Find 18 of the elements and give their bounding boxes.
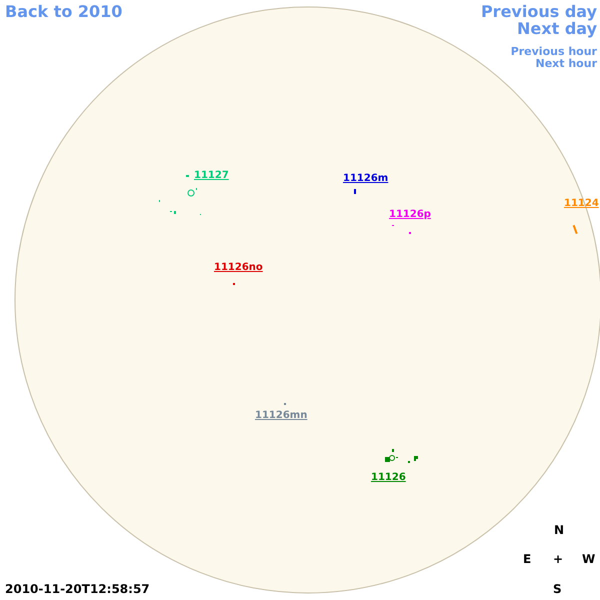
compass-label: S	[553, 583, 562, 595]
region-number-link: 11124	[564, 199, 599, 209]
region-number-link: 11126mn	[255, 411, 308, 421]
region-number-link: 11126no	[214, 263, 263, 273]
compass-label: W	[582, 553, 596, 565]
next-day-link: Next day	[517, 21, 597, 37]
compass-label: N	[554, 524, 564, 536]
previous-hour-link: Previous hour	[510, 46, 597, 57]
region-number-link: 11126m	[343, 174, 388, 184]
timestamp: 2010-11-20T12:58:57	[5, 583, 150, 595]
compass-center-mark: +	[553, 553, 564, 565]
compass-label: E	[523, 553, 532, 565]
back-link: Back to 2010	[5, 4, 122, 20]
region-number-link: 11126	[371, 473, 406, 483]
region-number-link: 11126p	[389, 210, 431, 220]
previous-day-link: Previous day	[480, 4, 597, 20]
region-number-link: 11127	[194, 171, 229, 181]
next-hour-link: Next hour	[536, 58, 597, 69]
